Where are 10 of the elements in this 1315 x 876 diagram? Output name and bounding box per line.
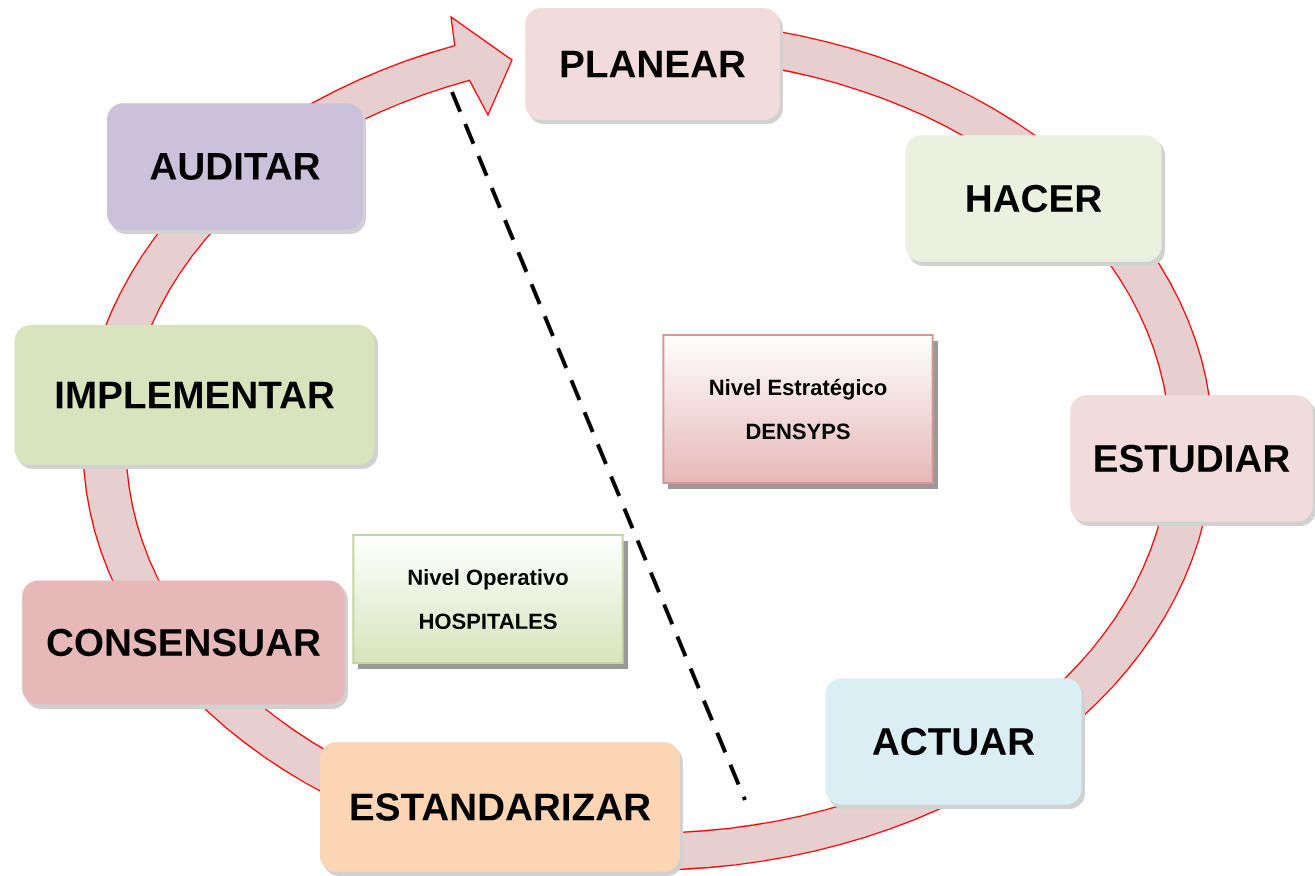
step-box: ACTUAR [825,678,1085,809]
step-box: CONSENSUAR [22,580,348,709]
level-box: Nivel Estratégico DENSYPS [662,334,938,489]
step-box: AUDITAR [107,103,366,234]
step-box: PLANEAR [525,8,783,124]
step-box: HACER [905,135,1165,266]
step-box: ESTANDARIZAR [320,742,683,876]
step-box: ESTUDIAR [1070,395,1315,526]
step-box: IMPLEMENTAR [14,325,378,469]
level-box: Nivel Operativo HOSPITALES [352,534,628,669]
